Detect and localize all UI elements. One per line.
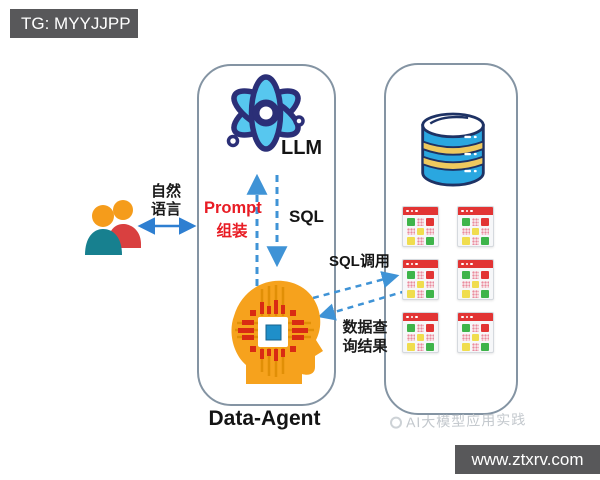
sql-label: SQL <box>289 207 324 226</box>
back-user-head <box>113 200 133 220</box>
table-icon <box>402 259 439 300</box>
table-icon <box>457 259 494 300</box>
front-user-body <box>85 229 122 255</box>
head-chip-icon <box>231 280 323 384</box>
table-icon <box>402 206 439 247</box>
sql-call-label: SQL调用 <box>329 253 390 270</box>
prompt-label-zh: 组装 <box>216 223 248 240</box>
watermark: AI大模型应用实践 <box>389 409 527 433</box>
llm-label: LLM <box>281 137 323 159</box>
top-left-banner: TG: MYYJJPP <box>10 9 138 38</box>
database-panel <box>384 63 518 415</box>
data-agent-label: Data-Agent <box>208 407 321 430</box>
users-icon <box>85 200 141 255</box>
query-result-label: 数据查 询结果 <box>342 319 388 355</box>
watermark-logo-icon <box>389 416 403 429</box>
data-agent-panel <box>197 64 336 406</box>
front-user-head <box>92 205 114 227</box>
table-icon <box>457 312 494 353</box>
table-icon <box>402 312 439 353</box>
natural-language-label: 自然 语言 <box>150 183 181 218</box>
bottom-right-banner: www.ztxrv.com <box>455 445 600 474</box>
table-icon <box>457 206 494 247</box>
database-icon <box>421 112 485 187</box>
watermark-text: AI大模型应用实践 <box>405 411 527 431</box>
prompt-label-en: Prompt <box>204 199 262 217</box>
chip-core <box>265 324 282 341</box>
chip-traces-red <box>238 300 308 361</box>
atom-icon <box>226 74 305 152</box>
prompt-label: Prompt 组装 <box>204 199 262 241</box>
